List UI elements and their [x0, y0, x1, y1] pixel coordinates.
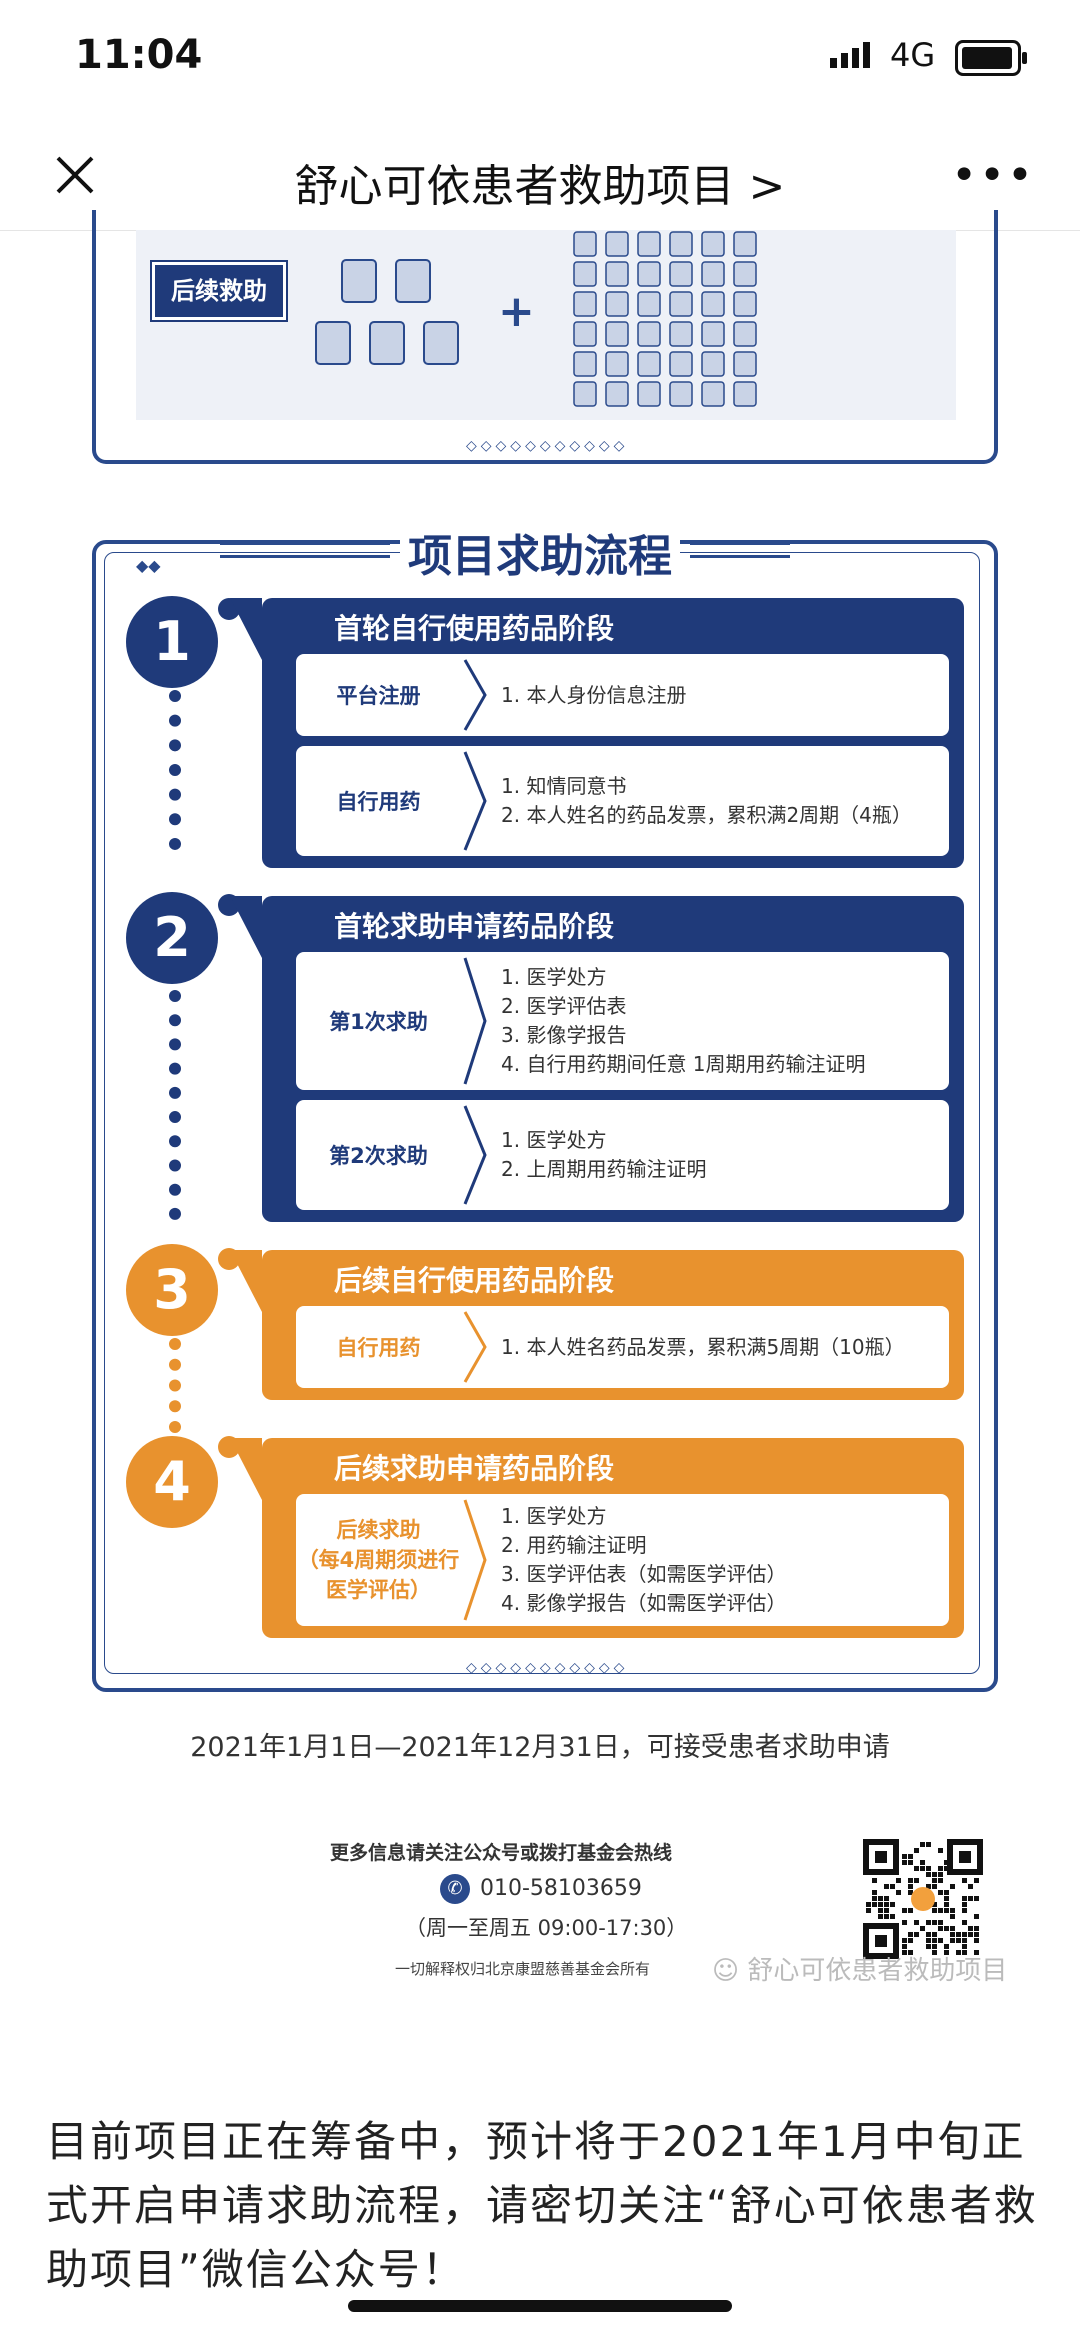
list-item: 1. 医学处方	[501, 1504, 607, 1528]
step-number-3: 3	[126, 1244, 218, 1336]
flow-title-bg	[400, 516, 680, 586]
stage-row: 第2次求助 1. 医学处方 2. 上周期用药输注证明	[296, 1100, 949, 1210]
divider-dots: ◇◇◇◇◇◇◇◇◇◇◇	[466, 438, 629, 454]
title-decor-diamonds: ◆◆	[136, 556, 161, 575]
stage-1: 首轮自行使用药品阶段 平台注册 1. 本人身份信息注册 自行用药 1. 知情同意…	[230, 598, 964, 868]
medicine-bottles-icon	[315, 259, 459, 365]
row-label: 自行用药	[336, 1336, 421, 1360]
step-connector	[169, 690, 181, 850]
list-item: 1. 本人身份信息注册	[501, 682, 687, 707]
stage-title: 首轮自行使用药品阶段	[334, 612, 615, 645]
chevron-right-icon	[463, 751, 487, 851]
stage-4: 后续求助申请药品阶段 后续求助 （每4周期须进行 医学评估） 1. 医学处方 2…	[230, 1438, 964, 1638]
announcement-paragraph: 目前项目正在筹备中，预计将于2021年1月中旬正式开启申请求助流程，请密切关注“…	[46, 2117, 1038, 2294]
stage-title: 后续自行使用药品阶段	[334, 1264, 615, 1297]
close-icon[interactable]	[50, 150, 100, 200]
list-item: 1. 医学处方	[501, 965, 607, 989]
chevron-right-icon	[463, 659, 487, 731]
step-number-2: 2	[126, 892, 218, 984]
title-decor-right	[690, 542, 790, 558]
watermark: ☺ 舒心可依患者救助项目	[712, 1950, 1007, 1987]
chevron-right-icon	[463, 1499, 487, 1621]
nav-bar: 舒心可依患者救助项目 > •••	[0, 120, 1080, 231]
row-items: 1. 本人身份信息注册	[501, 654, 686, 736]
service-hours: （周一至周五 09:00-17:30）	[405, 1916, 688, 1940]
watermark-text: 舒心可依患者救助项目	[747, 1956, 1008, 1986]
plus-sign: +	[498, 286, 535, 337]
list-item: 1. 知情同意书	[501, 774, 627, 798]
home-indicator[interactable]	[348, 2300, 732, 2312]
stage-title: 首轮求助申请药品阶段	[334, 910, 615, 943]
stage-row: 后续求助 （每4周期须进行 医学评估） 1. 医学处方 2. 用药输注证明 3.…	[296, 1494, 949, 1626]
phone-icon: ✆	[440, 1874, 470, 1904]
label-line: 医学评估）	[326, 1578, 431, 1602]
chevron-right-icon	[463, 1105, 487, 1205]
followup-label: 后续救助	[150, 260, 288, 322]
info-text: 更多信息请关注公众号或拨打基金会热线	[330, 1842, 673, 1864]
top-panel-bg	[136, 230, 956, 420]
list-item: 4. 影像学报告（如需医学评估）	[501, 1591, 787, 1615]
row-items: 1. 知情同意书 2. 本人姓名的药品发票，累积满2周期（4瓶）	[501, 746, 912, 856]
stage-row: 自行用药 1. 本人姓名药品发票，累积满5周期（10瓶）	[296, 1306, 949, 1388]
signal-icon	[830, 42, 870, 68]
stage-2: 首轮求助申请药品阶段 第1次求助 1. 医学处方 2. 医学评估表 3. 影像学…	[230, 896, 964, 1222]
network-label: 4G	[890, 36, 936, 74]
step-number-1: 1	[126, 596, 218, 688]
qr-code-icon	[862, 1838, 984, 1960]
list-item: 2. 本人姓名的药品发票，累积满2周期（4瓶）	[501, 803, 912, 827]
label-line: 后续求助	[336, 1518, 421, 1542]
stage-row: 第1次求助 1. 医学处方 2. 医学评估表 3. 影像学报告 4. 自行用药期…	[296, 952, 949, 1090]
list-item: 1. 本人姓名药品发票，累积满5周期（10瓶）	[501, 1334, 905, 1359]
stage-3: 后续自行使用药品阶段 自行用药 1. 本人姓名药品发票，累积满5周期（10瓶）	[230, 1250, 964, 1400]
page-title[interactable]: 舒心可依患者救助项目 >	[294, 161, 786, 212]
title-decor-left	[220, 542, 390, 558]
date-range: 2021年1月1日—2021年12月31日，可接受患者求助申请	[190, 1732, 890, 1763]
list-item: 2. 用药输注证明	[501, 1533, 647, 1557]
list-item: 3. 影像学报告	[501, 1023, 627, 1047]
status-bar: 11:04 4G	[0, 0, 1080, 120]
chevron-right-icon	[463, 957, 487, 1085]
list-item: 3. 医学评估表（如需医学评估）	[501, 1562, 787, 1586]
wechat-icon: ☺	[712, 1956, 748, 1986]
medicine-bottles-grid-icon	[573, 231, 757, 407]
list-item: 4. 自行用药期间任意 1周期用药输注证明	[501, 1052, 866, 1076]
top-panel-frame	[92, 210, 998, 464]
step-number-4: 4	[126, 1436, 218, 1528]
divider-dots: ◇◇◇◇◇◇◇◇◇◇◇	[466, 1660, 629, 1676]
row-label: 后续求助 （每4周期须进行 医学评估）	[296, 1494, 461, 1626]
row-label: 第1次求助	[329, 1010, 428, 1034]
row-items: 1. 医学处方 2. 上周期用药输注证明	[501, 1100, 706, 1210]
row-items: 1. 本人姓名药品发票，累积满5周期（10瓶）	[501, 1306, 905, 1388]
row-label: 自行用药	[336, 790, 421, 814]
step-connector	[169, 990, 181, 1220]
more-options-icon[interactable]: •••	[951, 150, 1035, 201]
flow-title: 项目求助流程	[408, 531, 672, 582]
chevron-right-icon	[463, 1311, 487, 1383]
list-item: 2. 医学评估表	[501, 994, 627, 1018]
status-time: 11:04	[75, 32, 203, 78]
hotline-number: 010-58103659	[480, 1876, 642, 1901]
row-label: 平台注册	[336, 684, 421, 708]
list-item: 1. 医学处方	[501, 1128, 607, 1152]
row-label: 第2次求助	[329, 1144, 428, 1168]
row-items: 1. 医学处方 2. 医学评估表 3. 影像学报告 4. 自行用药期间任意 1周…	[501, 952, 866, 1090]
battery-icon	[955, 40, 1027, 76]
step-connector	[169, 1338, 181, 1433]
rights-statement: 一切解释权归北京康盟慈善基金会所有	[395, 1960, 651, 1978]
list-item: 2. 上周期用药输注证明	[501, 1157, 707, 1181]
stage-row: 自行用药 1. 知情同意书 2. 本人姓名的药品发票，累积满2周期（4瓶）	[296, 746, 949, 856]
stage-row: 平台注册 1. 本人身份信息注册	[296, 654, 949, 736]
label-line: （每4周期须进行	[297, 1548, 460, 1572]
stage-title: 后续求助申请药品阶段	[334, 1452, 615, 1485]
row-items: 1. 医学处方 2. 用药输注证明 3. 医学评估表（如需医学评估） 4. 影像…	[501, 1494, 786, 1626]
